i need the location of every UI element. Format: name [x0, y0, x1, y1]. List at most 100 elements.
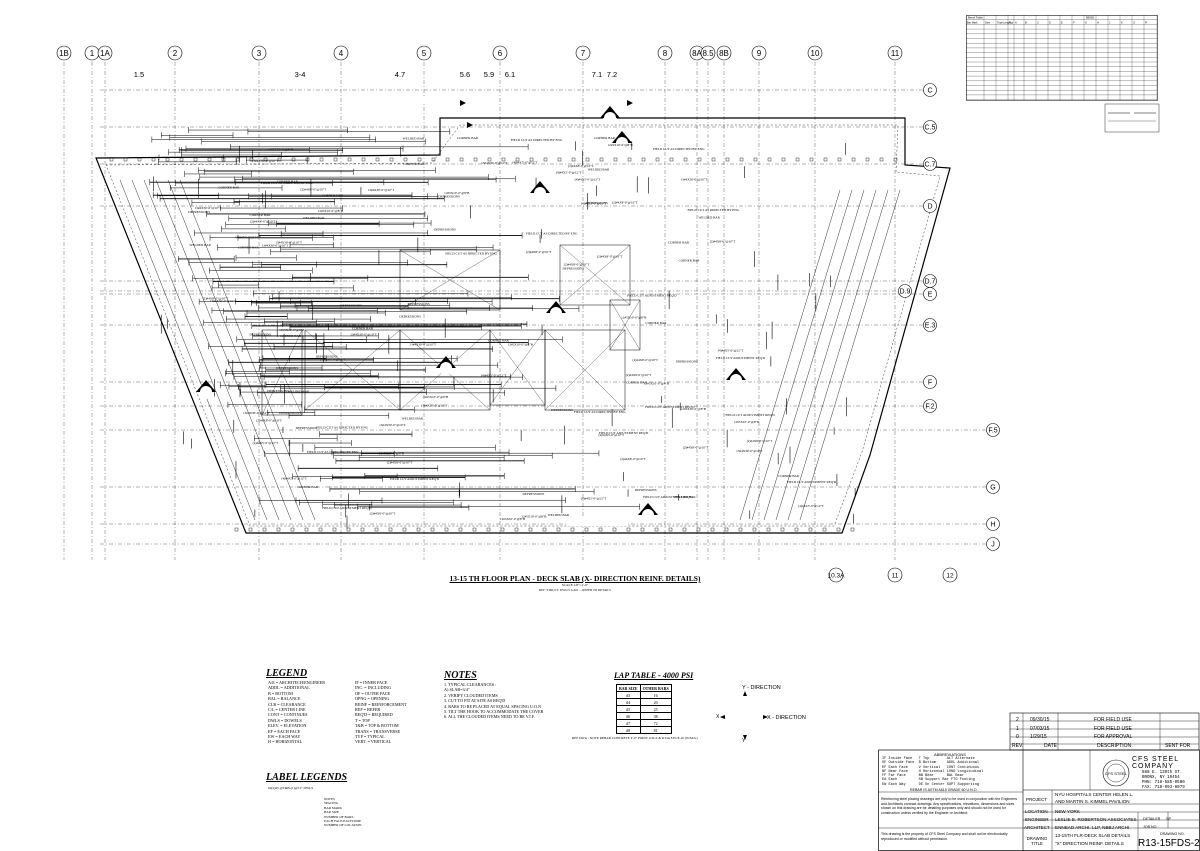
y-arrow-down	[743, 735, 747, 740]
column-mark	[165, 157, 170, 162]
rev-1-num: 1	[1016, 726, 1019, 732]
column-mark	[346, 527, 351, 532]
schedule-col-header: G	[1085, 20, 1087, 24]
rebar-label: WELDED BAR	[402, 416, 424, 420]
x-direction-label: X - DIRECTION	[767, 715, 806, 721]
lap-table-note: REF DWG : NOTE REBAR CONCRETE 4'-0" POIN…	[572, 736, 698, 740]
column-mark	[780, 527, 785, 532]
column-mark	[808, 527, 813, 532]
rev-0-num: 0	[1016, 734, 1019, 740]
rebar-label: (2)#4X8'-0"@10"T	[612, 201, 638, 205]
legend-entry-b-5: REF = REFER	[355, 707, 381, 713]
rebar-label: 12#5X10'-0"@8"B	[423, 395, 449, 399]
lap-cell: #6	[616, 712, 641, 720]
core-opening	[559, 244, 631, 306]
leader-line	[283, 790, 322, 805]
column-mark	[179, 157, 184, 162]
abbreviations-title: ABBREVIATIONS	[934, 752, 966, 757]
legend-entry-b-3: OPNG = OPENING	[355, 696, 390, 702]
column-mark	[753, 157, 758, 162]
note-item-5: 5. TILT THE HOOK TO ACCOMMODATE THE COVE…	[444, 709, 544, 715]
rebar-label: WELDED BAR	[288, 390, 310, 394]
schedule-col-header: K	[1121, 20, 1123, 24]
grid-bubble	[828, 567, 844, 583]
grid-label-right: J	[991, 542, 995, 549]
label-legends-title: LABEL LEGENDS	[266, 772, 348, 783]
column-mark	[123, 157, 128, 162]
edge-diag-bar	[763, 189, 865, 521]
column-mark	[738, 527, 743, 532]
lap-cell: #5	[616, 705, 641, 713]
rebar-label: FIELD CUT AS DIRECTED BY ENG	[445, 251, 497, 255]
column-mark	[304, 527, 309, 532]
column-mark	[403, 157, 408, 162]
rebar-label: FIELD CUT AS DIRECTED BY ENG	[511, 138, 563, 142]
grid-label-right: E	[928, 292, 933, 299]
label-legend-item-2: BAR MARK	[324, 805, 342, 810]
company-address-2: BRONX, NY 10454	[1142, 776, 1180, 780]
grid-sub-label: 1.5	[134, 70, 144, 79]
column-mark	[794, 527, 799, 532]
schedule-col-header: Bar Mark	[967, 20, 978, 24]
rev-1-date: 07/03/15	[1030, 726, 1050, 732]
grid-bubble	[923, 399, 937, 413]
leader-line	[305, 790, 322, 821]
x-arrow-left	[720, 715, 725, 719]
grid-bubble	[923, 375, 937, 389]
section-marker-inner	[642, 509, 654, 521]
legend-entry-a-2: B = BOTTOM	[268, 690, 293, 696]
rev-1-desc: FOR FIELD USE	[1094, 726, 1132, 732]
column-mark	[262, 527, 267, 532]
leader-line	[318, 790, 322, 832]
edge-diag-bar	[787, 189, 889, 521]
label-legend-item-3: BAR SIZE	[324, 810, 339, 815]
rebar-label: (4)#4X5'-0"@12"T	[281, 477, 307, 481]
column-mark	[151, 157, 156, 162]
legend-entry-b-2: OF = OUTER FACE	[355, 690, 391, 696]
grid-label-top: 11	[891, 49, 900, 58]
rebar-label: DEPRESSIONS	[563, 266, 585, 270]
rebar-label: 13#4X30'-0"@10"T	[350, 333, 377, 337]
lap-cell: #7	[616, 719, 641, 727]
schedule-col-header: F	[1073, 20, 1075, 24]
column-mark	[752, 527, 757, 532]
section-marker-inner	[200, 386, 212, 398]
rebar-label: DEPRESSIONS	[635, 488, 657, 492]
drawing-title-line-2: "X" DIRECTION REINF. DETAILS	[1055, 841, 1124, 846]
rebar-label: (4)#4X5'-0"@12"T	[556, 171, 582, 175]
rebar-label: FIELD CUT ADJUSTMENT REQ'D	[390, 477, 440, 481]
rebar-label: DEPRESSIONS	[434, 227, 456, 231]
rebar-label: (2)#4X8'-0"@10"T	[564, 262, 590, 266]
flag-icon	[460, 100, 466, 106]
rebar-label: (4)#4X5'-0"@12"T	[581, 201, 607, 205]
grid-bubble	[986, 480, 1000, 494]
note-item-0: 1. TYPICAL CLEARANCES :	[444, 682, 497, 687]
schedule-col-header: O	[1133, 20, 1135, 24]
rebar-label: CORNER BAR	[352, 326, 374, 330]
schedule-title-left: Bend Table	[968, 16, 983, 20]
core-opening	[609, 299, 641, 351]
column-mark	[445, 157, 450, 162]
column-mark	[234, 527, 239, 532]
rebar-label: 13#4X30'-0"@10"T	[210, 299, 237, 303]
legend-entry-b-6: REQ'D = REQUIRED	[355, 712, 393, 718]
column-mark	[598, 527, 603, 532]
column-mark	[711, 157, 716, 162]
rebar-label: CORNER BAR	[457, 136, 479, 140]
rebar-label: 12#5X10'-0"@8"B	[734, 420, 760, 424]
rebar-label: (4)#4X5'-0"@12"T	[718, 349, 744, 353]
rebar-label: 13#4X30'-0"@10"T	[368, 188, 395, 192]
column-mark	[654, 527, 659, 532]
rev-0-date: 1/29/15	[1030, 734, 1047, 740]
column-mark	[682, 527, 687, 532]
rebar-label: 12#5X10'-0"@8"B	[279, 328, 305, 332]
notes-list: 1. TYPICAL CLEARANCES :A) SLAB=3/4"2. VE…	[444, 682, 604, 720]
column-mark	[361, 157, 366, 162]
column-mark	[360, 527, 365, 532]
rebar-label: CORNER BAR	[678, 259, 700, 263]
grid-label-right: E.3	[925, 323, 936, 330]
